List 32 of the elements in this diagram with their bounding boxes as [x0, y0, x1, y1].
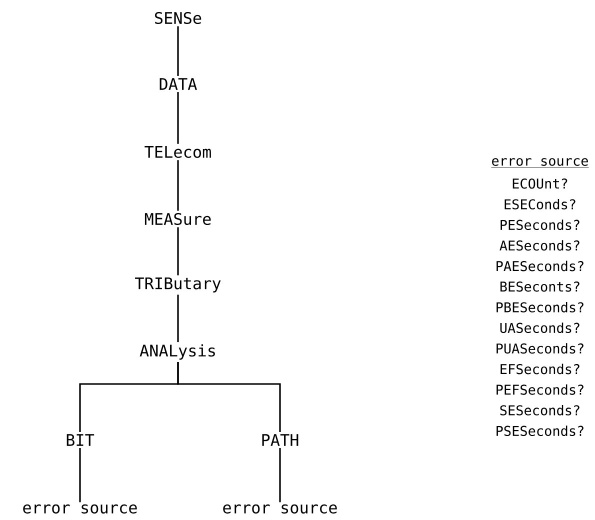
list-item: PESeconds?	[500, 220, 580, 230]
node-label: PATH	[262, 434, 298, 446]
connector-line	[79, 448, 81, 502]
list-item: UASeconds?	[500, 322, 580, 334]
list-item: ESEConds?	[504, 198, 576, 210]
node-label: error source	[223, 504, 337, 514]
list-item: PBESeconds?	[496, 302, 584, 312]
list-item: SESeconds?	[500, 404, 580, 416]
node-label: MEASure	[144, 212, 211, 226]
list-item: PSESeconds?	[496, 426, 584, 436]
list-item: PUASeconds?	[496, 343, 584, 354]
node-label: DATA	[160, 78, 197, 90]
node-label: error source	[23, 504, 137, 514]
node-label: TRIButary	[135, 278, 221, 292]
node-label: BIT	[66, 434, 94, 446]
node-label: TELecom	[144, 146, 211, 158]
connector-line	[177, 362, 281, 432]
list-item: ECOUnt?	[512, 178, 568, 189]
node-label: ANALysis	[140, 344, 215, 360]
connector-line	[177, 160, 179, 211]
list-item: AESeconds?	[500, 240, 580, 251]
list-item: PAESeconds?	[496, 260, 584, 272]
list-item: EFSeconds?	[500, 364, 580, 374]
connector-line	[177, 92, 179, 144]
list-item: PEFSeconds?	[496, 384, 584, 395]
list-item: BESeconts?	[500, 282, 580, 292]
connector-line	[177, 26, 179, 76]
node-label: SENSe	[155, 12, 202, 24]
column-heading: error source	[491, 158, 589, 168]
connector-line	[279, 448, 281, 502]
connector-line	[177, 294, 179, 342]
connector-line	[177, 227, 179, 276]
